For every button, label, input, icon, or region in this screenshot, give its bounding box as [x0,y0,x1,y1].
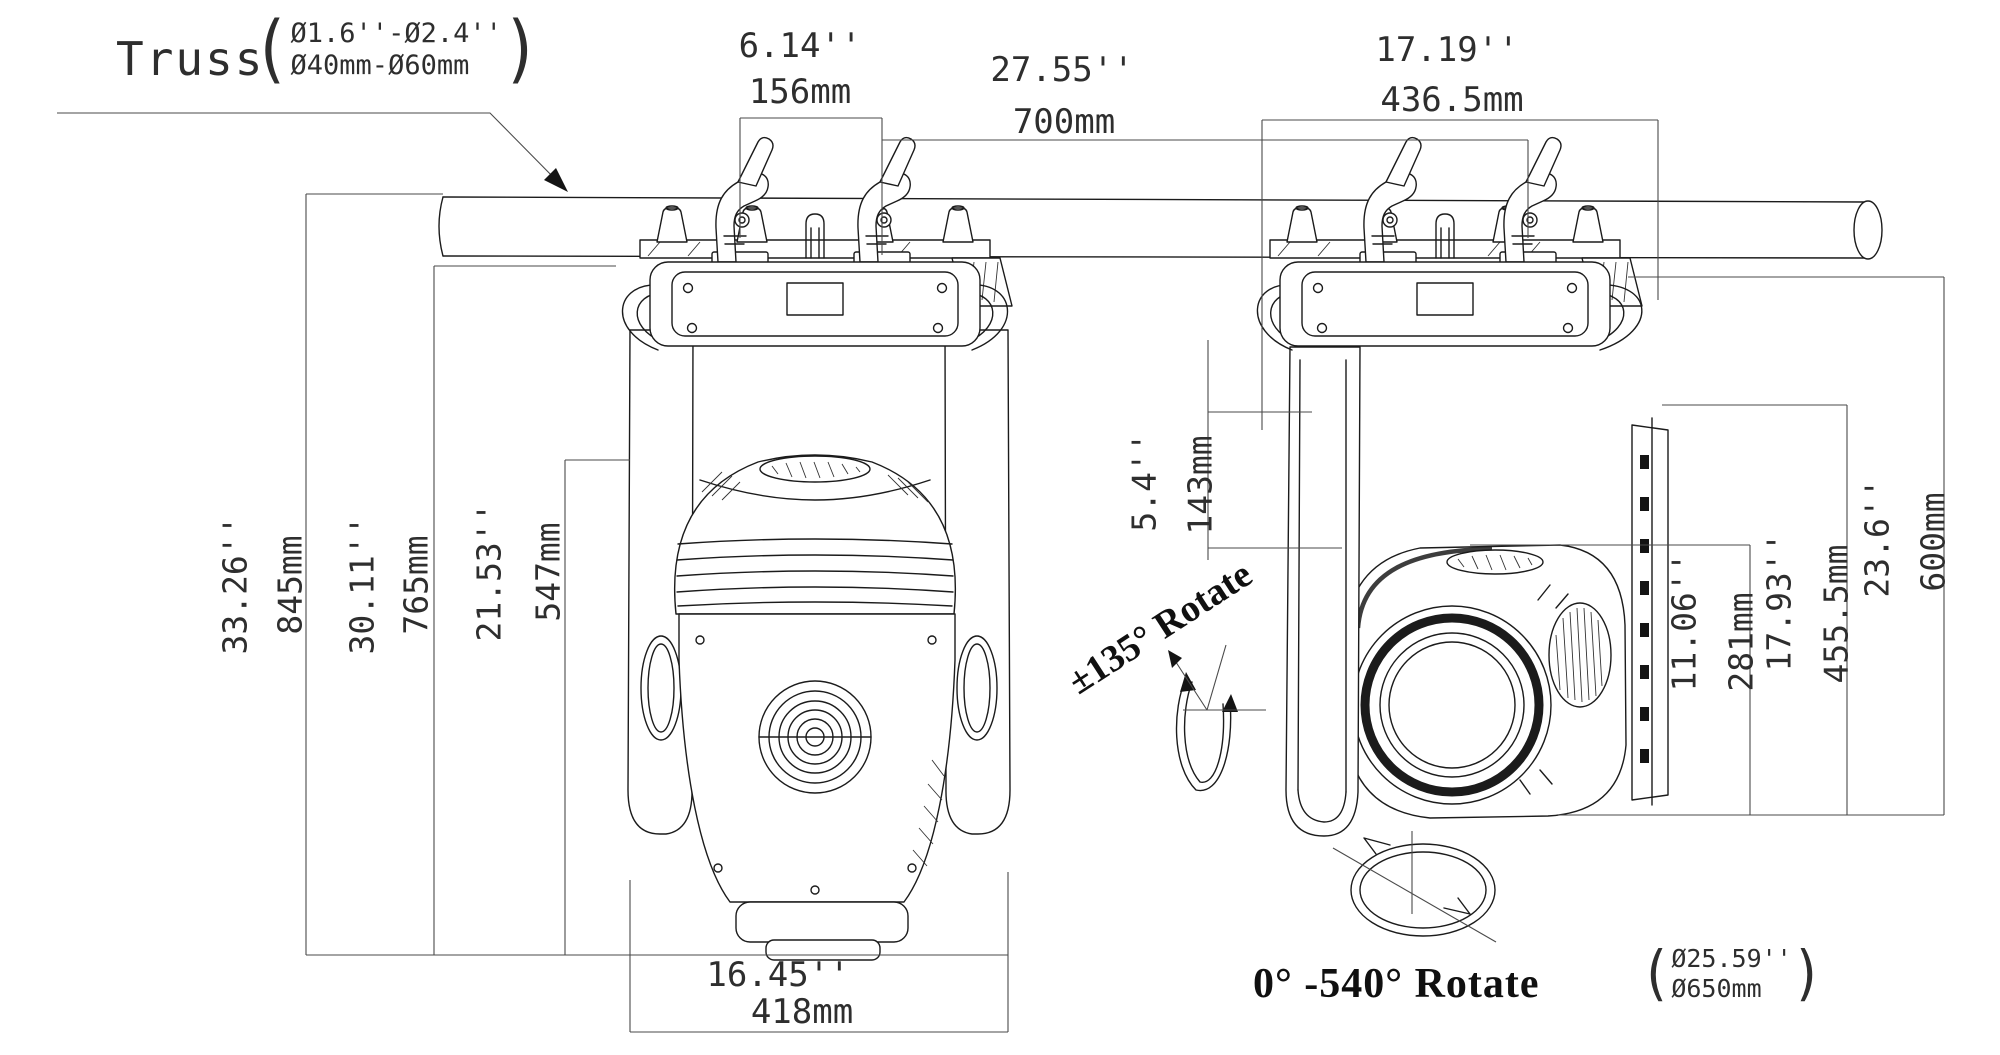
pan-diameter-mm: Ø650mm [1671,974,1762,1003]
display-screen [1416,282,1474,316]
dim-head-width-mm: 418mm [750,992,854,1032]
pan-diameter-inch: Ø25.59'' [1671,944,1792,973]
dim-side-height-inch: 23.6'' [1857,478,1897,598]
dim-head-depth-inch: 11.06'' [1664,552,1704,692]
close-paren: ) [501,7,541,93]
dim-base-width-mm: 436.5mm [1380,80,1524,120]
truss-diameter-note: ( Ø1.6''-Ø2.4'' Ø40mm-Ø60mm ) [252,7,541,93]
dim-swing-height-inch: 17.93'' [1759,532,1799,672]
dim-overall-height-inch: 33.26'' [215,515,255,655]
fixture-rear-view [621,136,1013,961]
dim-clamp-spacing-mm: 156mm [748,72,852,112]
yoke-arm-near [1285,346,1361,837]
lens [1360,613,1544,797]
dim-head-width-inch: 16.45'' [706,955,850,995]
pan-rotation-symbol [1332,831,1497,943]
pan-rotation-label: 0° -540° Rotate [1253,961,1540,1007]
yoke-arm-far [1631,417,1669,806]
dim-body-height-inch: 21.53'' [469,502,509,642]
dim-base-width-inch: 17.19'' [1375,30,1519,70]
open-paren: ( [252,7,291,93]
tilt-rotation-symbol [1168,644,1266,792]
dimension-lines [305,117,1945,1033]
pan-diameter-note: ( Ø25.59'' Ø650mm ) [1640,944,1823,1004]
dim-hang-spacing-mm: 700mm [1012,102,1116,142]
dim-swing-height-mm: 455.5mm [1816,544,1856,684]
dim-base-clearance-inch: 5.4'' [1124,432,1164,532]
dim-below-truss-mm: 765mm [396,535,436,635]
fixture-side-view [1256,136,1669,837]
truss-diameter-mm: Ø40mm-Ø60mm [290,50,470,82]
truss-leader-arrow [57,112,568,192]
truss-diameter-inch: Ø1.6''-Ø2.4'' [290,18,502,49]
dim-head-depth-mm: 281mm [1721,592,1761,692]
open-paren: ( [1640,939,1672,1009]
head-side [1344,544,1627,819]
dim-body-height-mm: 547mm [528,522,568,622]
fixture-base [1256,261,1643,351]
dim-hang-spacing-inch: 27.55'' [990,50,1134,90]
close-paren: ) [1791,939,1824,1009]
dim-overall-height-mm: 845mm [270,535,310,635]
head-rear [673,454,957,961]
dim-side-height-mm: 600mm [1913,492,1953,592]
truss-label: Truss [116,32,265,86]
dim-clamp-spacing-inch: 6.14'' [738,26,862,66]
dim-base-clearance-mm: 143mm [1180,435,1220,535]
display-screen [786,282,844,316]
dim-below-truss-inch: 30.11'' [342,515,382,655]
fixture-base [621,261,1009,351]
